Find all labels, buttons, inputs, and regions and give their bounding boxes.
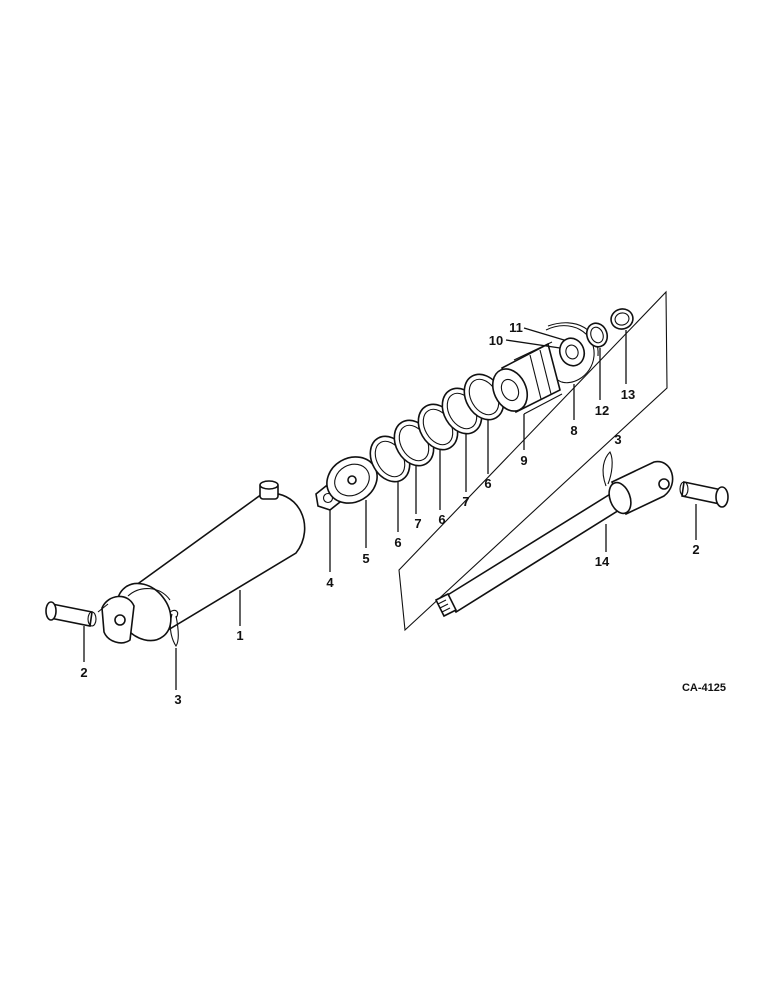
callout-3-right: 3 [614,432,621,447]
ring-13 [610,308,634,330]
callout-14: 14 [595,554,610,569]
callout-6-a: 6 [394,535,401,550]
parts-group-panel [398,290,668,632]
callout-8: 8 [570,423,577,438]
callout-5: 5 [362,551,369,566]
callout-7-a: 7 [414,516,421,531]
callout-9: 9 [520,453,527,468]
callout-2-left: 2 [80,665,87,680]
piston [491,341,563,415]
piston-rod [434,460,674,618]
backup-washer [558,337,586,367]
clevis-pin-right [679,481,729,508]
callout-4: 4 [326,575,334,590]
callout-2-right: 2 [692,542,699,557]
callout-10: 10 [489,333,503,348]
callout-3-left: 3 [174,692,181,707]
callout-1: 1 [236,628,243,643]
retaining-ring [545,322,599,384]
callout-11: 11 [509,320,523,335]
callout-12: 12 [595,403,609,418]
clevis-pin-left [45,601,97,627]
seal-rings [369,373,505,483]
callout-numbers: 1 2 3 4 5 6 7 6 7 6 9 8 12 13 10 11 3 14… [80,320,699,707]
hair-pin-right [602,451,613,487]
callout-7-b: 7 [462,494,469,509]
gland [326,456,378,504]
callout-6-b: 6 [438,512,445,527]
hair-pin-left [169,609,179,647]
ring-12 [585,322,609,348]
callout-6-c: 6 [484,476,491,491]
leader-lines [83,327,697,690]
callout-13: 13 [621,387,635,402]
reference-code: CA-4125 [682,682,726,694]
cylinder-barrel [97,480,306,644]
